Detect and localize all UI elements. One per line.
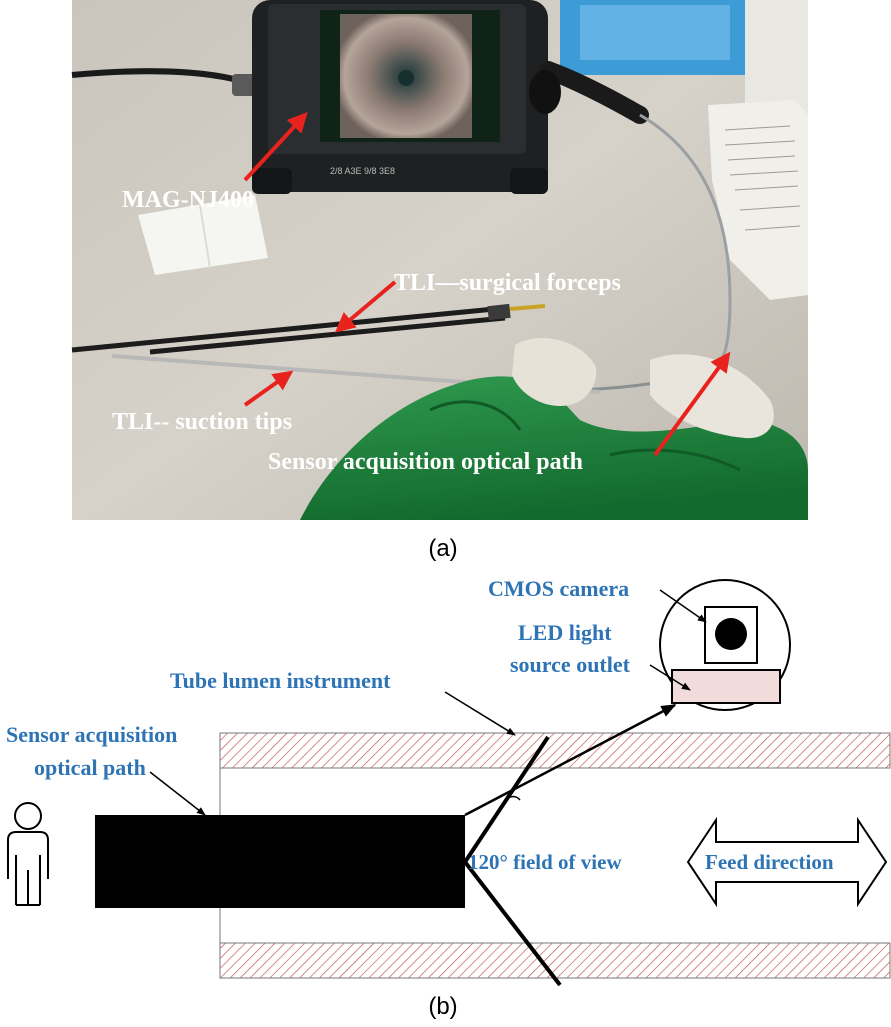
leader-tube [444,691,516,736]
label-feed: Feed direction [705,850,834,874]
label-suction: TLI-- suction tips [112,409,292,435]
optical-path-tube [639,113,732,372]
label-cmos: CMOS camera [488,576,629,601]
panel-a-arrows [243,112,731,457]
arrow-optical-path [653,351,731,457]
zoom-arrow [464,703,677,817]
caption-b: (b) [428,993,457,1020]
label-fov: 120° field of view [468,850,622,874]
endoscope-device: 2/8 A3E 9/8 3E8 [252,0,548,194]
fov-arc [504,795,521,801]
tube-wall-bottom [219,942,891,979]
fov-line-lower [463,860,562,987]
panel-b-diagram: CMOS camera LED light source outlet Tube… [6,576,891,987]
surgical-forceps [71,303,546,355]
leader-led [649,664,691,691]
caption-a: (a) [428,535,457,562]
blue-tray [560,0,808,120]
person-icon [7,802,49,906]
scope-handle [529,61,649,124]
sensor-probe [95,815,465,908]
arrow-device [243,112,308,182]
arrow-forceps [334,280,397,333]
label-forceps: TLI—surgical forceps [394,270,621,296]
panel-a-photo: 2/8 A3E 9/8 3E8 [71,0,808,520]
feed-direction-arrow [686,816,888,908]
label-device: MAG-NJ400 [122,187,254,213]
label-tube: Tube lumen instrument [170,668,391,693]
label-led-line2: source outlet [510,652,631,677]
gauze-pad [138,195,268,275]
cmos-lens [715,618,747,650]
arrow-suction [243,370,294,407]
label-led-line1: LED light [518,620,612,645]
label-optical-path: Sensor acquisition optical path [268,449,583,475]
device-screen-text: 2/8 A3E 9/8 3E8 [330,166,395,176]
label-sensor-line2: optical path [34,755,146,780]
paper-sheet [708,100,808,300]
label-sensor-line1: Sensor acquisition [6,722,177,747]
left-glove [512,337,597,406]
leader-cmos [659,589,707,623]
led-source-box [671,669,781,704]
tube-wall-top [219,732,891,769]
leader-sensor [149,771,206,816]
